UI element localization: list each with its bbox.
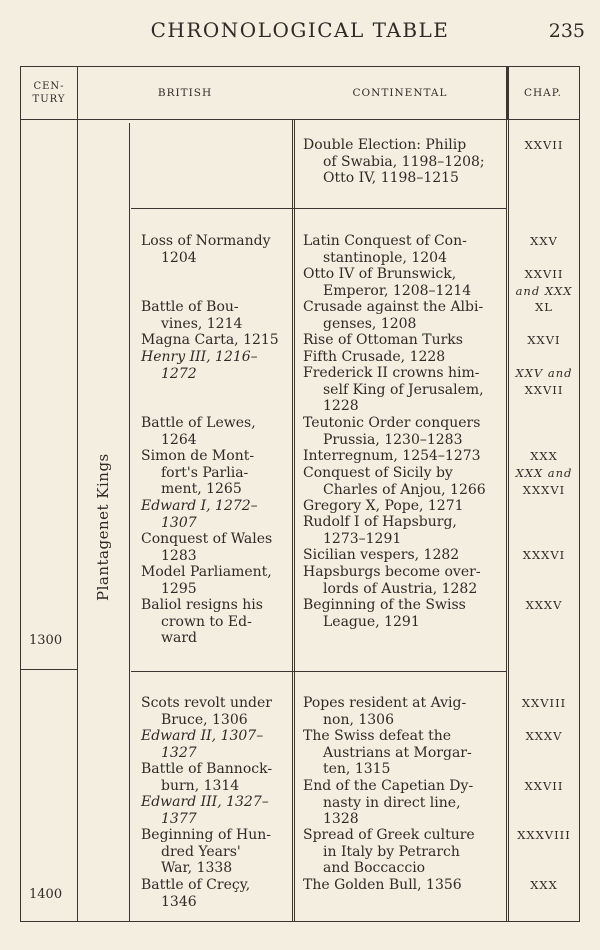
chapter-ref: XXVII (524, 779, 564, 793)
chapter-ref: XXVII (524, 138, 564, 152)
british-entry: Magna Carta, 1215 (141, 332, 279, 348)
century-rule (21, 669, 77, 670)
british-entry: Beginning of Hun-dred Years'War, 1338 (141, 827, 271, 876)
continental-entry: Sicilian vespers, 1282 (303, 547, 460, 563)
chapter-ref: XXVIII (521, 696, 567, 710)
british-entry: Edward II, 1307–1327 (141, 728, 264, 761)
british-entry: Henry III, 1216–1272 (141, 349, 258, 382)
continental-entry: Crusade against the Albi-genses, 1208 (303, 299, 484, 332)
column-rule-continental (506, 67, 509, 921)
continental-entry: Rise of Ottoman Turks (303, 332, 463, 348)
british-entry: Battle of Bannock-burn, 1314 (141, 761, 273, 794)
chapter-ref: XXXVIII (517, 828, 571, 842)
section-rule-1 (131, 208, 507, 209)
column-rule-british (292, 119, 295, 921)
chapter-ref: XXXV (525, 598, 563, 612)
continental-entry: Hapsburgs become over-lords of Austria, … (303, 564, 481, 597)
century-label: 1300 (29, 633, 63, 648)
column-rule-header (507, 67, 508, 119)
british-entry: Battle of Creçy,1346 (141, 877, 251, 910)
page-number: 235 (548, 20, 585, 42)
column-header-century-line2: TURY (32, 94, 66, 105)
header-rule (21, 119, 579, 120)
british-entry: Battle of Bou-vines, 1214 (141, 299, 243, 332)
continental-entry: Interregnum, 1254–1273 (303, 448, 481, 464)
british-entry: Battle of Lewes,1264 (141, 415, 256, 448)
chapter-ref: XXVI (527, 333, 561, 347)
chapter-ref: XXX (530, 449, 558, 463)
chapter-ref: XXXV (525, 729, 563, 743)
continental-entry: Otto IV of Brunswick,Emperor, 1208–1214 (303, 266, 472, 299)
continental-entry: Popes resident at Avig-non, 1306 (303, 695, 467, 728)
column-header-continental: CONTINENTAL (352, 87, 448, 99)
side-label-plantagenet-kings: Plantagenet Kings (94, 453, 112, 601)
british-entry: Edward I, 1272–1307 (141, 498, 258, 531)
continental-entry: End of the Capetian Dy-nasty in direct l… (303, 778, 474, 827)
continental-entry: Fifth Crusade, 1228 (303, 349, 446, 365)
continental-entry: Gregory X, Pope, 1271 (303, 498, 464, 514)
chronological-table: CEN- TURY BRITISH CONTINENTAL CHAP. Plan… (20, 66, 580, 922)
chapter-ref: XXX (530, 878, 558, 892)
column-header-century-line1: CEN- (33, 81, 65, 92)
section-rule-2 (131, 671, 507, 672)
continental-entry: Frederick II crowns him-self King of Jer… (303, 365, 484, 414)
continental-entry: Rudolf I of Hapsburg,1273–1291 (303, 514, 457, 547)
british-entry: Edward III, 1327–1377 (141, 794, 269, 827)
continental-entry: Latin Conquest of Con-stantinople, 1204 (303, 233, 467, 266)
column-rule-kings (129, 123, 130, 921)
column-header-chap: CHAP. (523, 87, 563, 99)
british-entry: Simon de Mont-fort's Parlia-ment, 1265 (141, 448, 255, 497)
continental-entry: The Golden Bull, 1356 (303, 877, 462, 893)
chapter-ref: XXV (530, 234, 558, 248)
column-header-british: BRITISH (157, 87, 213, 99)
page-title: CHRONOLOGICAL TABLE (150, 18, 450, 42)
chapter-ref: XXXVI (522, 548, 566, 562)
column-rule-century (77, 67, 78, 921)
column-header-century: CEN- TURY (21, 67, 77, 119)
british-entry: Model Parliament,1295 (141, 564, 272, 597)
century-label: 1400 (29, 887, 63, 902)
chapter-ref: XL (535, 300, 553, 314)
